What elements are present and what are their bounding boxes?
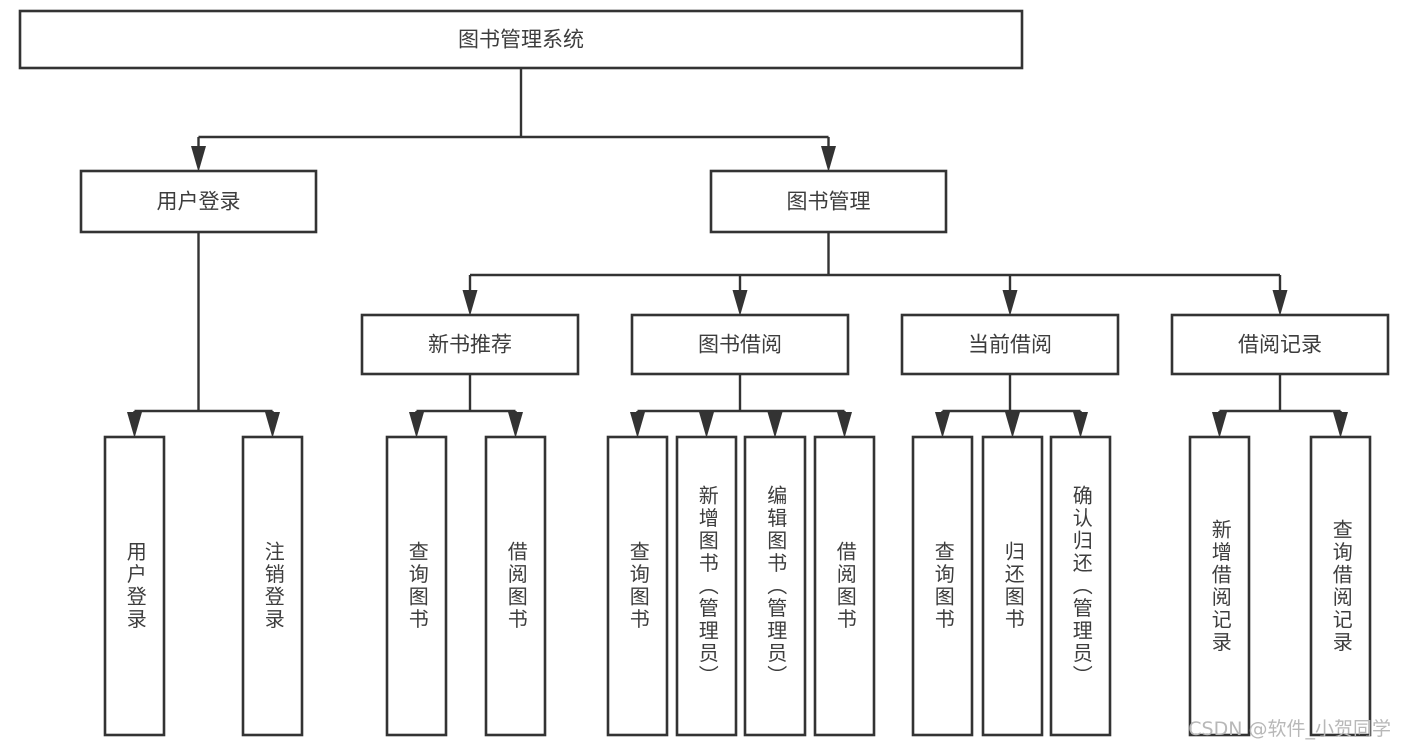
arrow-head-icon [732, 290, 748, 316]
node-box-current-borrow[interactable] [900, 313, 1120, 376]
node-label-user-login: 用户登录 [157, 190, 241, 214]
arrow-head-icon [767, 412, 783, 438]
arrow-head-icon [630, 412, 645, 438]
node-label-book-borrow: 图书借阅 [698, 333, 782, 357]
node-label-current-borrow: 当前借阅 [968, 333, 1052, 357]
node-box-root[interactable] [18, 9, 1024, 70]
node-box-leaf-query-book-3[interactable] [911, 435, 974, 737]
node-box-book-borrow[interactable] [630, 313, 850, 376]
arrow-head-icon [699, 412, 714, 438]
connectors-layer [127, 68, 1348, 438]
arrow-head-icon [837, 412, 852, 438]
node-box-leaf-add-record[interactable] [1188, 435, 1251, 737]
arrow-head-icon [935, 412, 950, 438]
arrow-head-icon [1212, 412, 1227, 438]
node-box-new-book-recommend[interactable] [360, 313, 580, 376]
arrow-head-icon [821, 146, 836, 172]
arrow-head-icon [409, 412, 424, 438]
node-label-root: 图书管理系统 [458, 28, 584, 52]
node-box-leaf-add-book[interactable] [675, 435, 738, 737]
arrow-head-icon [462, 290, 478, 316]
node-box-leaf-confirm-return[interactable] [1049, 435, 1112, 737]
node-boxes-layer [18, 9, 1390, 737]
node-label-borrow-record: 借阅记录 [1238, 333, 1322, 357]
node-box-leaf-edit-book[interactable] [743, 435, 807, 737]
arrow-head-icon [191, 146, 206, 172]
node-box-leaf-return-book[interactable] [981, 435, 1044, 737]
arrow-head-icon [1073, 412, 1088, 438]
arrow-head-icon [1005, 412, 1020, 438]
csdn-watermark: CSDN @软件_小贺同学 [1188, 718, 1391, 740]
node-box-user-login[interactable] [79, 169, 318, 234]
arrow-head-icon [1333, 412, 1348, 438]
node-label-new-book-recommend: 新书推荐 [428, 333, 512, 357]
arrow-head-icon [127, 412, 142, 438]
arrow-head-icon [265, 412, 280, 438]
node-box-leaf-borrow-book-1[interactable] [484, 435, 547, 737]
node-label-book-manage: 图书管理 [787, 190, 871, 214]
arrow-head-icon [1272, 290, 1288, 316]
node-box-leaf-query-book-1[interactable] [385, 435, 448, 737]
node-box-leaf-query-record[interactable] [1309, 435, 1372, 737]
node-box-leaf-query-book-2[interactable] [606, 435, 669, 737]
node-box-leaf-borrow-book-2[interactable] [813, 435, 876, 737]
arrow-head-icon [1002, 290, 1018, 316]
node-box-leaf-logout[interactable] [241, 435, 304, 737]
arrow-head-icon [508, 412, 523, 438]
node-box-book-manage[interactable] [709, 169, 948, 234]
node-box-leaf-user-login[interactable] [103, 435, 166, 737]
node-box-borrow-record[interactable] [1170, 313, 1390, 376]
